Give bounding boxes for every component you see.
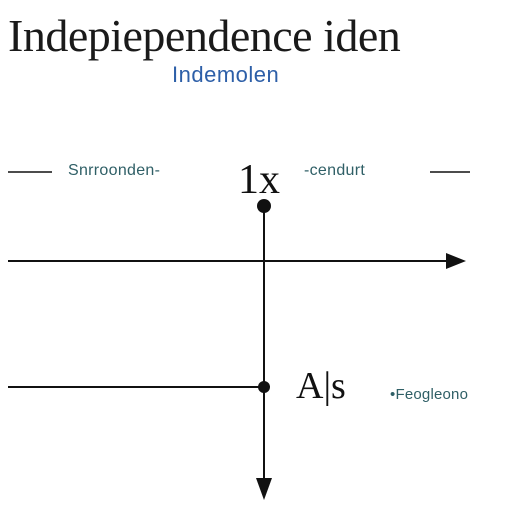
top-node-label: 1x (238, 157, 280, 203)
horizontal-axis-arrowhead (446, 253, 466, 269)
mid-node-label: A|s (296, 365, 346, 407)
lower-node-dot (258, 381, 270, 393)
top-node-dot (257, 199, 271, 213)
vertical-axis-arrowhead (256, 478, 272, 500)
diagram-subtitle: Indemolen (172, 62, 280, 87)
diagram-title: Indepiependence iden (8, 10, 401, 61)
bottom-right-label: •Feogleono (390, 386, 469, 403)
left-top-label: Snrroonden- (68, 162, 161, 179)
right-top-label: -cendurt (304, 162, 366, 179)
